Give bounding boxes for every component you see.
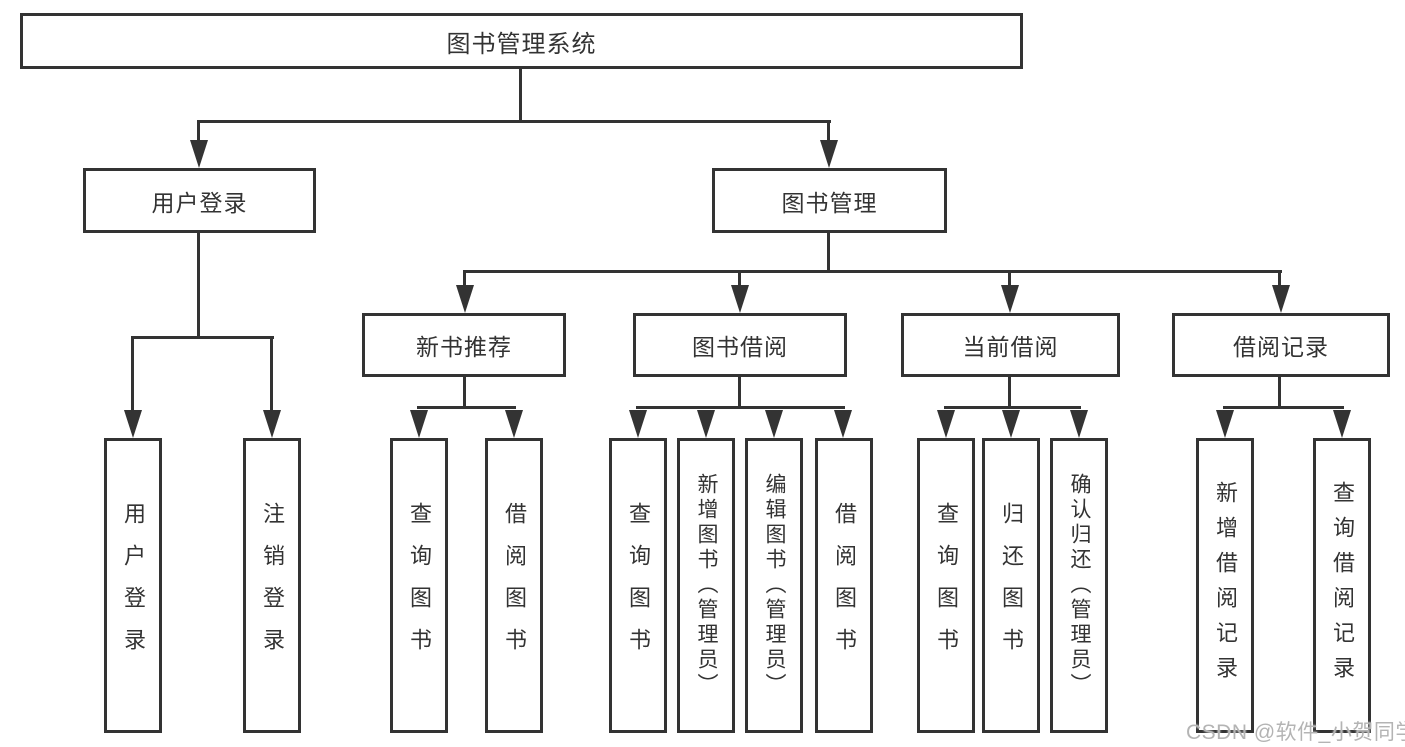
connector-line — [1278, 377, 1281, 408]
connector-line — [1223, 406, 1344, 409]
arrow-down-icon — [263, 410, 281, 438]
leaf-label: 查询图书 — [407, 501, 432, 670]
arrow-down-icon — [937, 410, 955, 438]
arrow-down-icon — [629, 410, 647, 438]
connector-line — [198, 120, 831, 123]
leaf-label: 查询图书 — [626, 501, 651, 670]
arrow-down-icon — [1070, 410, 1088, 438]
leaf-label: 用户登录 — [121, 501, 146, 670]
leaf-query-books-recommend: 查询图书 — [390, 438, 448, 733]
leaf-logout-login: 注销登录 — [243, 438, 301, 733]
arrow-down-icon — [834, 410, 852, 438]
arrow-down-icon — [731, 285, 749, 313]
leaf-borrow-books-borrowing: 借阅图书 — [815, 438, 873, 733]
leaf-confirm-return-admin: 确认归还（管理员） — [1050, 438, 1108, 733]
node-book-borrowing: 图书借阅 — [633, 313, 847, 377]
arrow-down-icon — [456, 285, 474, 313]
node-borrowing-records: 借阅记录 — [1172, 313, 1390, 377]
leaf-label: 查询借阅记录 — [1330, 480, 1355, 691]
leaf-borrow-books-recommend: 借阅图书 — [485, 438, 543, 733]
leaf-label: 归还图书 — [999, 501, 1024, 670]
node-new-book-recommendation: 新书推荐 — [362, 313, 566, 377]
arrow-down-icon — [1001, 285, 1019, 313]
connector-line — [738, 270, 741, 287]
connector-line — [944, 406, 1081, 409]
leaf-label: 编辑图书（管理员） — [763, 473, 786, 698]
arrow-down-icon — [1216, 410, 1234, 438]
leaf-label: 确认归还（管理员） — [1068, 473, 1091, 698]
connector-line — [1008, 270, 1011, 287]
node-book-management: 图书管理 — [712, 168, 947, 233]
arrow-down-icon — [410, 410, 428, 438]
arrow-down-icon — [1333, 410, 1351, 438]
arrow-down-icon — [190, 140, 208, 168]
connector-line — [463, 270, 466, 287]
leaf-user-login: 用户登录 — [104, 438, 162, 733]
arrow-down-icon — [820, 140, 838, 168]
arrow-down-icon — [124, 410, 142, 438]
connector-line — [270, 336, 273, 412]
leaf-query-borrow-record: 查询借阅记录 — [1313, 438, 1371, 733]
arrow-down-icon — [1272, 285, 1290, 313]
connector-line — [131, 336, 274, 339]
connector-line — [636, 406, 845, 409]
node-user-login: 用户登录 — [83, 168, 316, 233]
arrow-down-icon — [697, 410, 715, 438]
leaf-add-books-admin: 新增图书（管理员） — [677, 438, 735, 733]
connector-line — [197, 233, 200, 338]
connector-line — [519, 69, 522, 123]
leaf-label: 借阅图书 — [832, 501, 857, 670]
connector-line — [197, 120, 200, 142]
arrow-down-icon — [505, 410, 523, 438]
connector-line — [738, 377, 741, 408]
connector-line — [417, 406, 516, 409]
leaf-label: 借阅图书 — [502, 501, 527, 670]
node-library-management-system: 图书管理系统 — [20, 13, 1023, 69]
leaf-label: 查询图书 — [934, 501, 959, 670]
arrow-down-icon — [765, 410, 783, 438]
connector-line — [463, 270, 1282, 273]
arrow-down-icon — [1002, 410, 1020, 438]
leaf-label: 新增图书（管理员） — [695, 473, 718, 698]
csdn-watermark: CSDN @软件_小贺同学 — [1186, 721, 1405, 744]
connector-line — [1008, 377, 1011, 408]
node-current-borrowing: 当前借阅 — [901, 313, 1120, 377]
connector-line — [827, 120, 830, 142]
leaf-edit-books-admin: 编辑图书（管理员） — [745, 438, 803, 733]
connector-line — [131, 336, 134, 412]
connector-line — [463, 377, 466, 408]
leaf-label: 新增借阅记录 — [1213, 480, 1238, 691]
leaf-label: 注销登录 — [260, 501, 285, 670]
leaf-query-books-borrowing: 查询图书 — [609, 438, 667, 733]
leaf-query-books-current: 查询图书 — [917, 438, 975, 733]
leaf-add-borrow-record: 新增借阅记录 — [1196, 438, 1254, 733]
leaf-return-books: 归还图书 — [982, 438, 1040, 733]
connector-line — [1278, 270, 1281, 287]
connector-line — [827, 233, 830, 272]
